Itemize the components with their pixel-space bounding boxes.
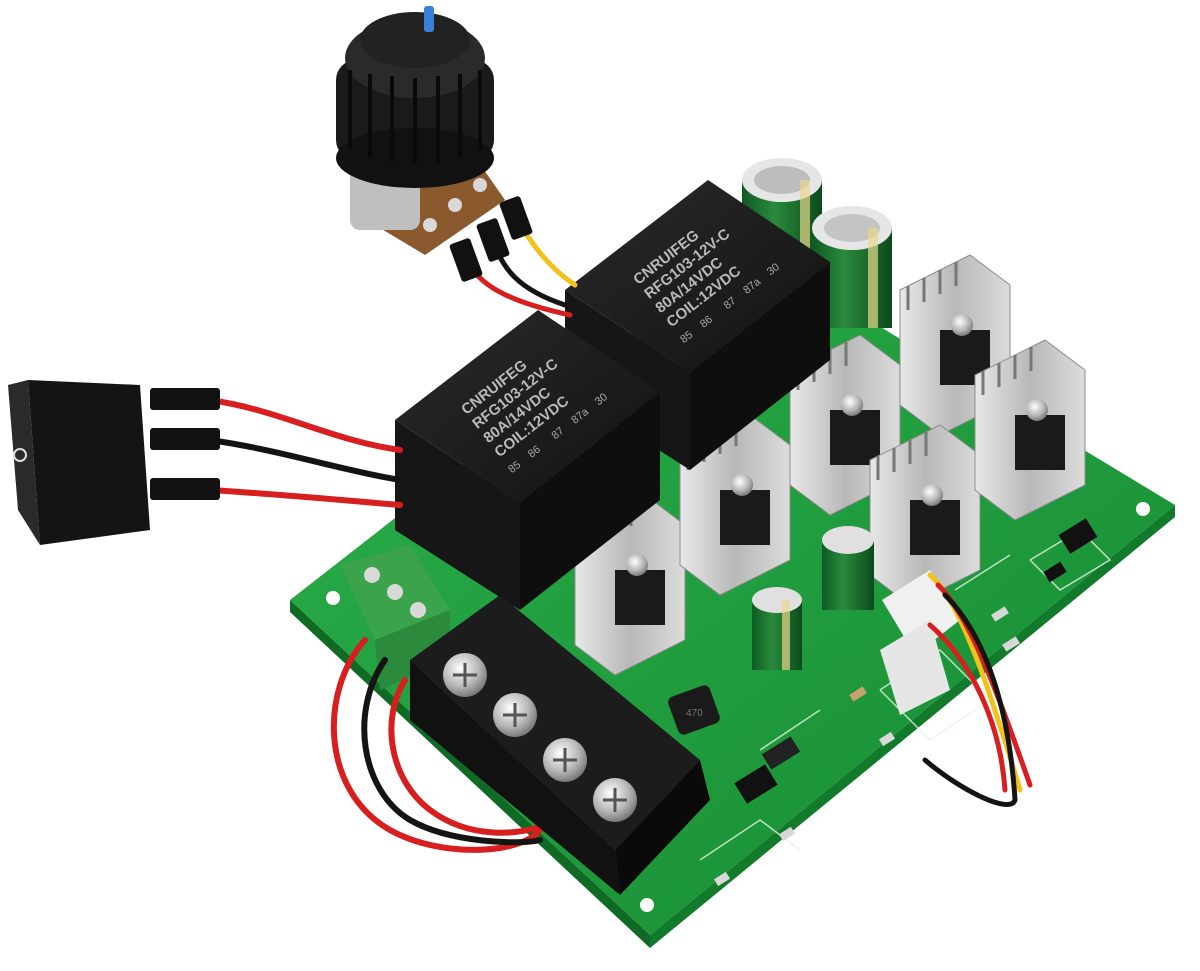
wire-sleeve (150, 478, 220, 500)
svg-text:86: 86 (698, 314, 715, 331)
terminal-wires (330, 637, 548, 853)
barrier-terminal-block (410, 595, 710, 895)
svg-text:30: 30 (593, 391, 610, 408)
electrolytic-capacitor (752, 587, 802, 670)
mosfet-transistor (720, 490, 770, 545)
mounting-hole (640, 898, 654, 912)
knob-indicator (424, 6, 434, 32)
svg-text:87: 87 (722, 295, 739, 312)
mounting-screw (951, 314, 973, 336)
rocker-switch (8, 380, 150, 545)
relay-lower: CNRUIFEG RFG103-12V-C 80A/14VDC COIL:12V… (395, 310, 660, 610)
heatsink (974, 339, 1086, 521)
mosfet-transistor (830, 410, 880, 465)
mounting-hole (1136, 502, 1150, 516)
pot-wires (449, 196, 578, 318)
svg-text:85: 85 (678, 329, 695, 346)
mounting-screw (731, 474, 753, 496)
svg-text:86: 86 (526, 444, 543, 461)
mosfet-transistor (1015, 415, 1065, 470)
connector-wires (922, 572, 1033, 807)
heatsink (869, 424, 981, 606)
inductor: 470 (668, 685, 720, 735)
wire-sleeve (150, 388, 220, 410)
svg-text:30: 30 (765, 261, 782, 278)
inductor-label: 470 (686, 708, 703, 719)
wire-sleeve (150, 428, 220, 450)
svg-text:87: 87 (550, 425, 567, 442)
green-screw-terminal (340, 545, 450, 690)
mounting-screw (841, 394, 863, 416)
mounting-hole (326, 591, 340, 605)
svg-text:85: 85 (506, 459, 523, 476)
smd-components (713, 518, 1098, 887)
heatsink-array (574, 254, 1086, 676)
mosfet-transistor (910, 500, 960, 555)
mounting-screw (626, 554, 648, 576)
heatsink (679, 414, 791, 596)
mosfet-transistor (615, 570, 665, 625)
power-on-symbol-icon (13, 448, 27, 462)
electrolytic-capacitor (822, 526, 874, 610)
switch-wires (150, 388, 403, 508)
mounting-screw (1026, 399, 1048, 421)
mounting-screw (921, 484, 943, 506)
speed-knob (336, 6, 494, 188)
